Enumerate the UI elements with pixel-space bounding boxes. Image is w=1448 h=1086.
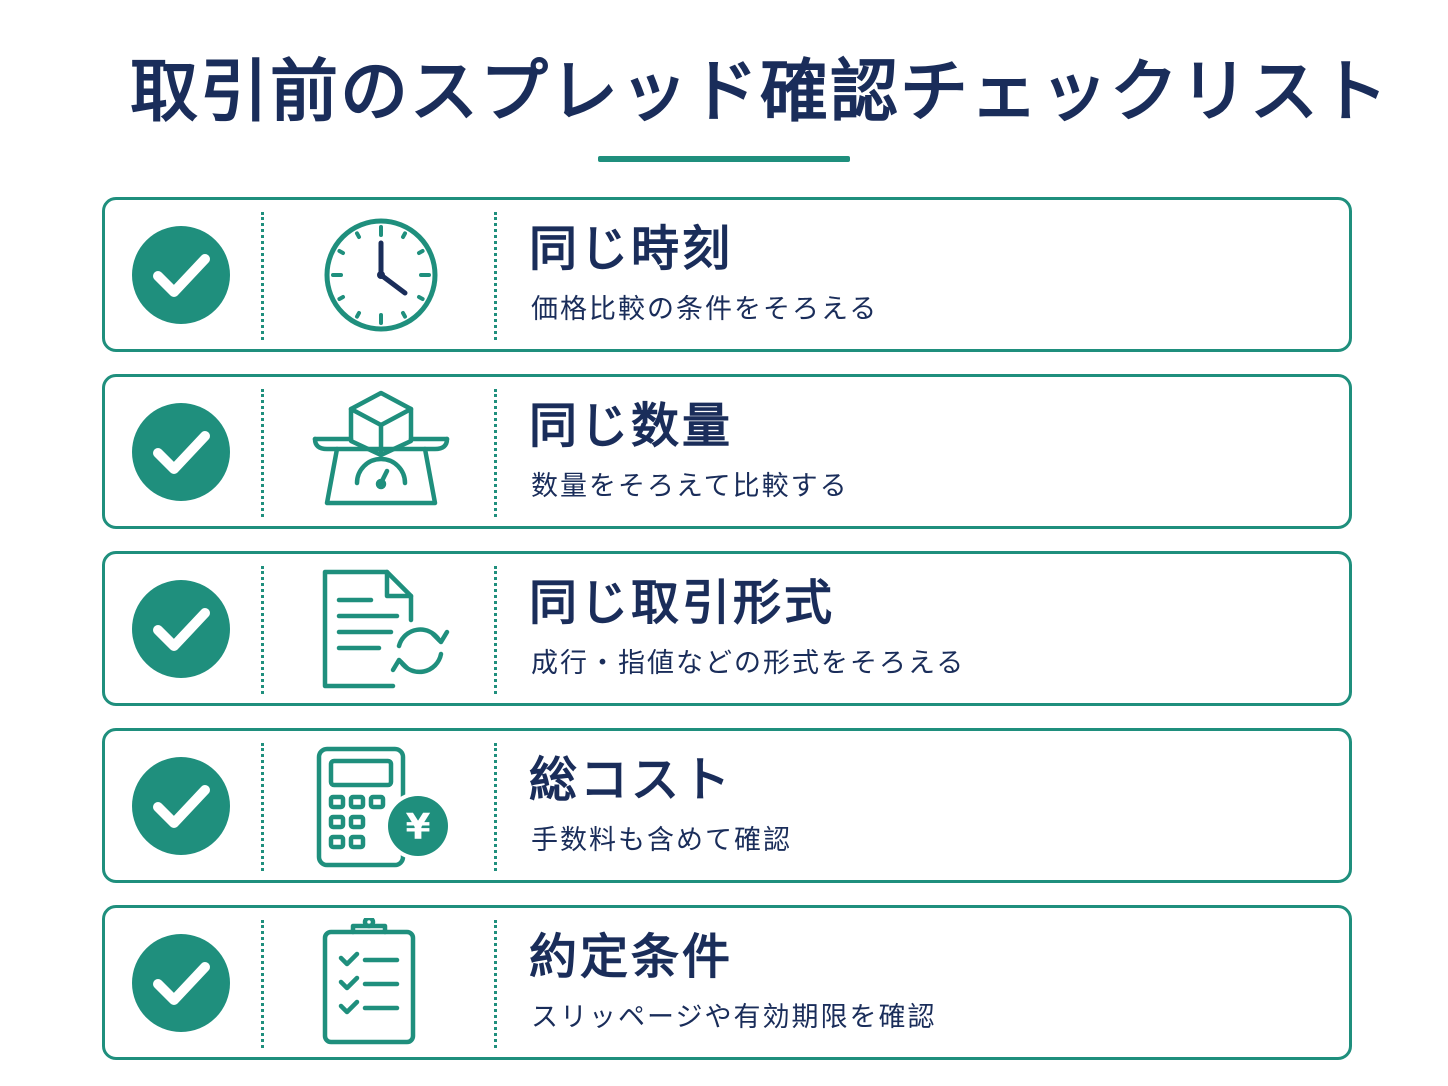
checklist-item-total-cost: ¥ 総コスト 手数料も含めて確認 <box>102 728 1352 883</box>
checklist-item-order-type: 同じ取引形式 成行・指値などの形式をそろえる <box>102 551 1352 706</box>
item-subtitle: スリッページや有効期限を確認 <box>531 1002 937 1033</box>
item-subtitle: 数量をそろえて比較する <box>531 471 849 502</box>
check-circle-icon <box>132 934 230 1032</box>
divider <box>494 566 497 694</box>
item-title: 約定条件 <box>529 929 734 985</box>
item-title: 同じ数量 <box>529 398 734 454</box>
item-subtitle: 手数料も含めて確認 <box>531 825 792 856</box>
clipboard-checklist-icon <box>301 918 461 1048</box>
item-title: 同じ取引形式 <box>529 575 836 631</box>
item-subtitle: 価格比較の条件をそろえる <box>531 294 879 325</box>
checklist: 同じ時刻 価格比較の条件をそろえる 同じ数量 数量をそろえて比較する <box>102 197 1352 1082</box>
item-title: 総コスト <box>529 752 734 808</box>
checklist-item-execution-terms: 約定条件 スリッページや有効期限を確認 <box>102 905 1352 1060</box>
title-underline <box>598 156 850 162</box>
item-subtitle: 成行・指値などの形式をそろえる <box>531 648 966 679</box>
checklist-item-time: 同じ時刻 価格比較の条件をそろえる <box>102 197 1352 352</box>
calculator-yen-icon: ¥ <box>301 741 461 871</box>
divider <box>261 212 264 340</box>
scale-icon <box>301 387 461 517</box>
divider <box>261 920 264 1048</box>
checklist-item-quantity: 同じ数量 数量をそろえて比較する <box>102 374 1352 529</box>
divider <box>261 389 264 517</box>
svg-text:¥: ¥ <box>405 807 430 848</box>
check-circle-icon <box>132 403 230 501</box>
check-circle-icon <box>132 757 230 855</box>
clock-icon <box>301 210 461 340</box>
divider <box>261 566 264 694</box>
divider <box>261 743 264 871</box>
divider <box>494 389 497 517</box>
item-title: 同じ時刻 <box>529 221 734 277</box>
page-title: 取引前のスプレッド確認チェックリスト <box>129 53 1390 132</box>
check-circle-icon <box>132 226 230 324</box>
check-circle-icon <box>132 580 230 678</box>
divider <box>494 212 497 340</box>
divider <box>494 920 497 1048</box>
divider <box>494 743 497 871</box>
document-sync-icon <box>301 564 461 694</box>
